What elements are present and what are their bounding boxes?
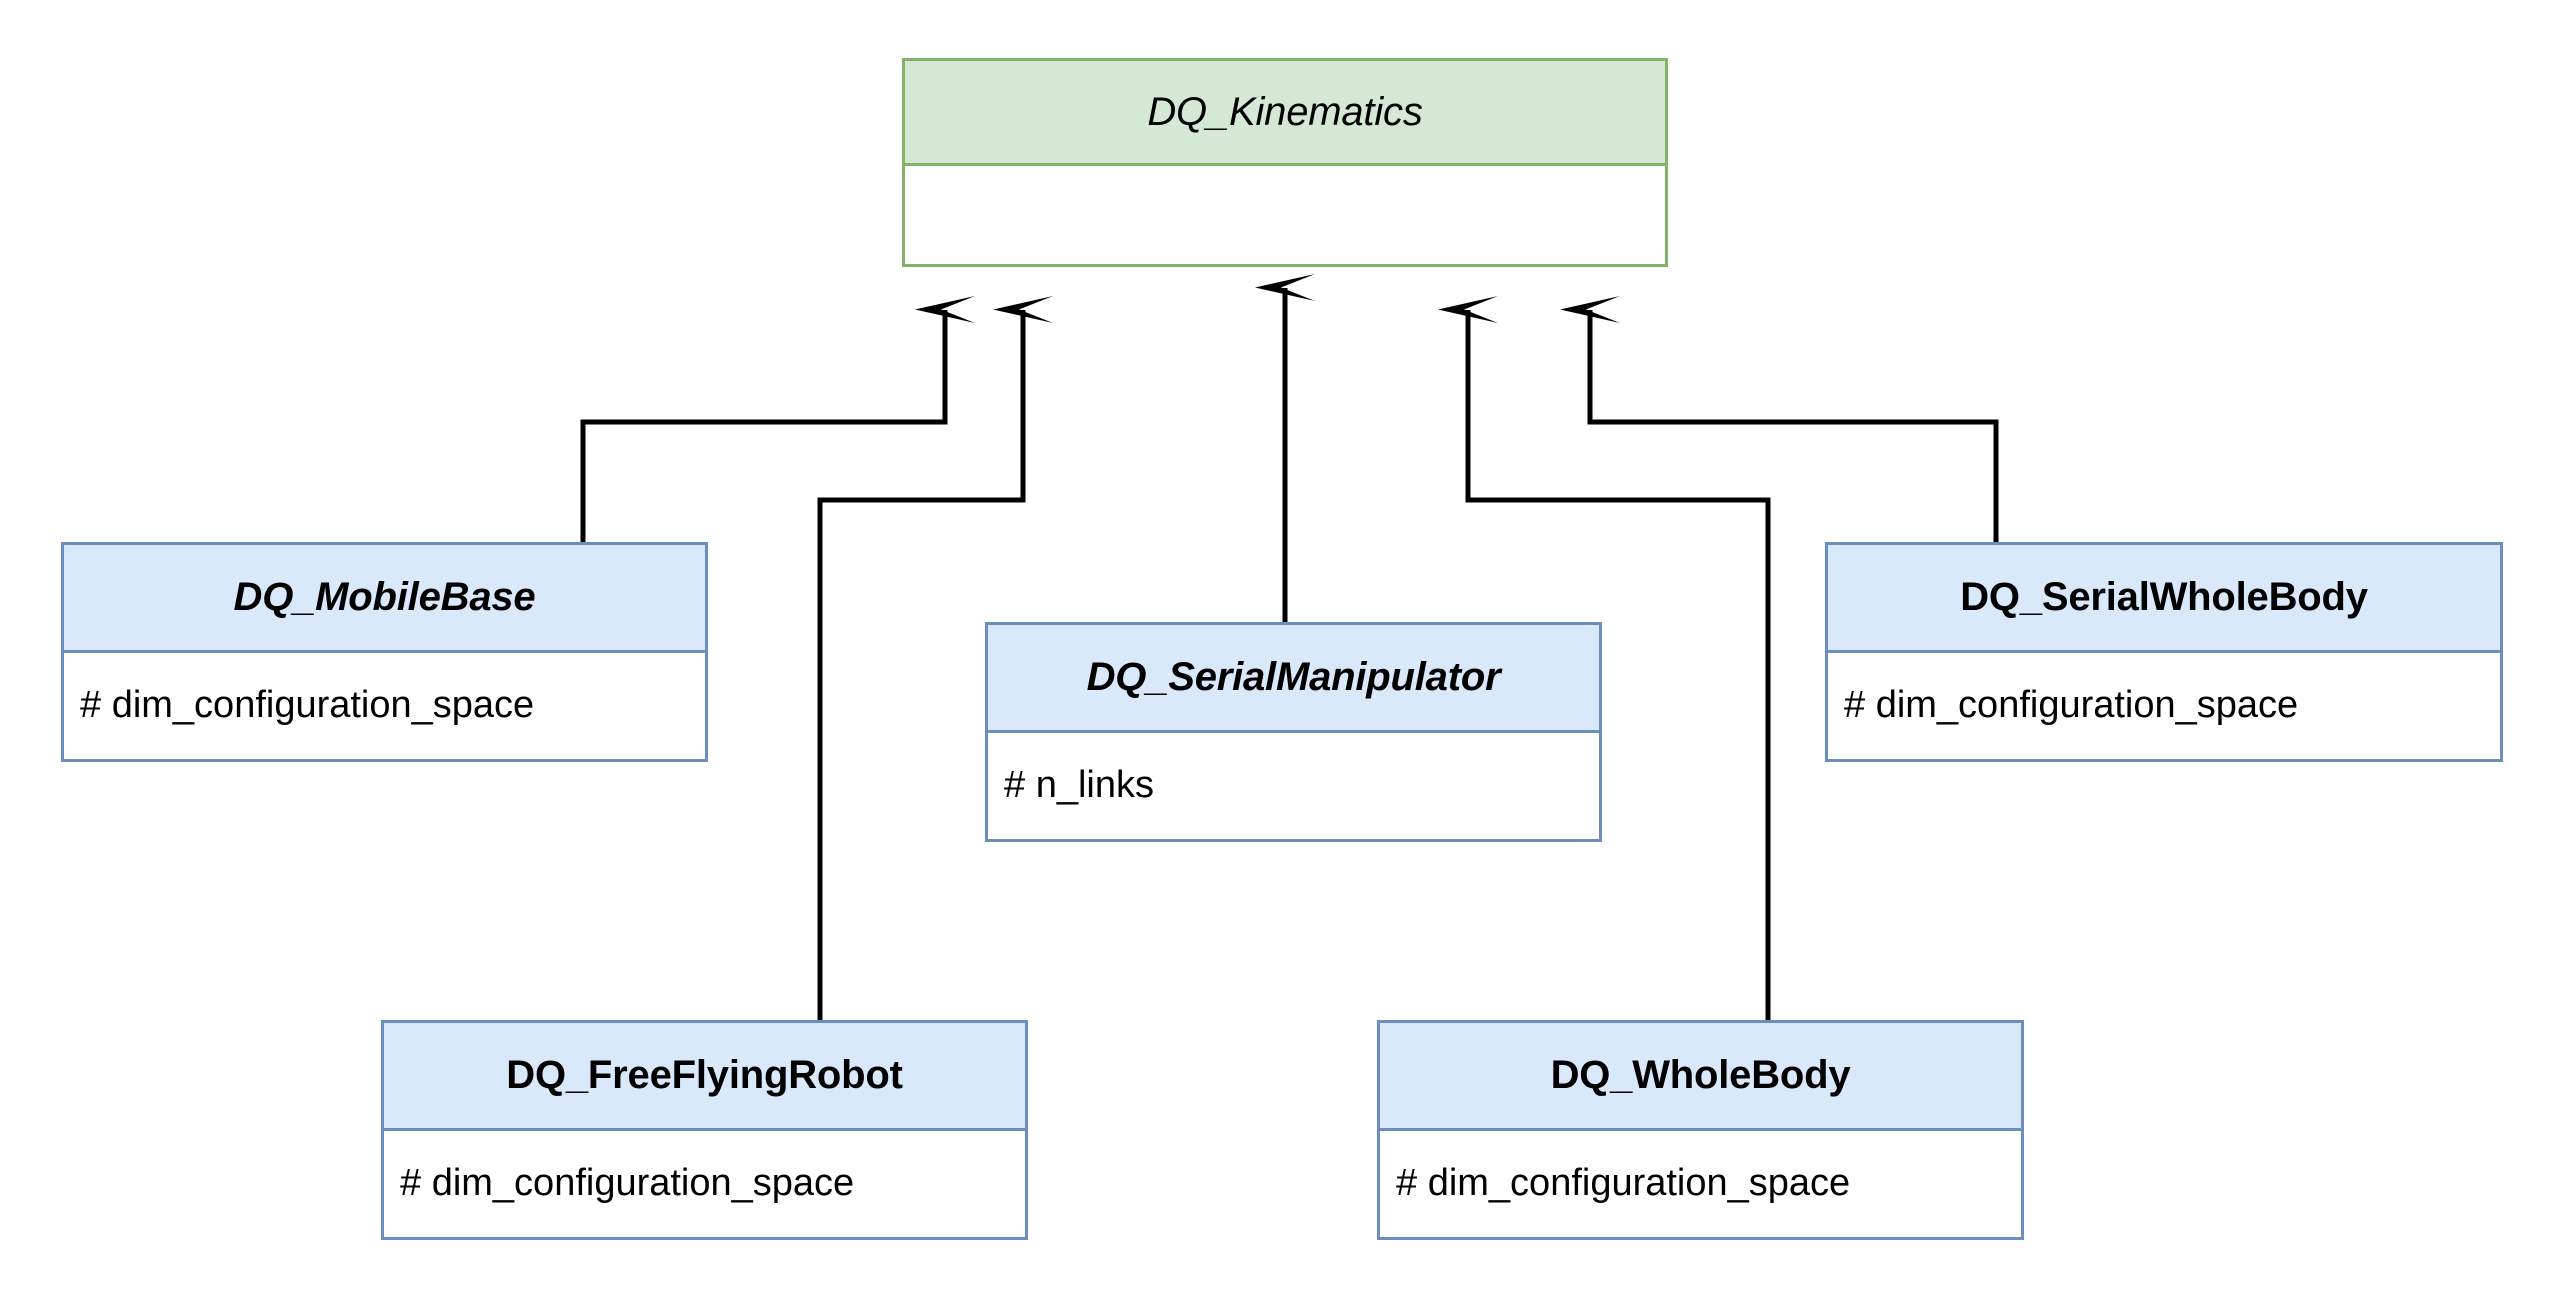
edge-serialwholebody [1560, 296, 1999, 542]
class-box-dq-kinematics[interactable]: DQ_Kinematics [902, 58, 1668, 267]
class-attribute: # dim_configuration_space [400, 1162, 855, 1205]
class-attributes-dq-wholebody: # dim_configuration_space [1380, 1131, 2021, 1237]
class-box-dq-serialmanipulator[interactable]: DQ_SerialManipulator # n_links [985, 622, 1602, 842]
class-attribute: # dim_configuration_space [1396, 1162, 1851, 1205]
class-box-dq-serialwholebody[interactable]: DQ_SerialWholeBody # dim_configuration_s… [1825, 542, 2503, 762]
class-attribute: # dim_configuration_space [1844, 684, 2299, 727]
class-attribute: # dim_configuration_space [80, 684, 535, 727]
class-attributes-dq-kinematics [905, 166, 1665, 264]
class-attribute: # n_links [1004, 764, 1154, 807]
class-name-dq-mobilebase: DQ_MobileBase [64, 545, 705, 653]
class-box-dq-mobilebase[interactable]: DQ_MobileBase # dim_configuration_space [61, 542, 708, 762]
edge-mobilebase [580, 296, 975, 542]
class-attributes-dq-serialwholebody: # dim_configuration_space [1828, 653, 2500, 759]
class-name-dq-freeflyingrobot: DQ_FreeFlyingRobot [384, 1023, 1025, 1131]
class-attributes-dq-serialmanipulator: # n_links [988, 733, 1599, 839]
class-box-dq-wholebody[interactable]: DQ_WholeBody # dim_configuration_space [1377, 1020, 2024, 1240]
class-name-dq-wholebody: DQ_WholeBody [1380, 1023, 2021, 1131]
class-name-dq-serialmanipulator: DQ_SerialManipulator [988, 625, 1599, 733]
class-box-dq-freeflyingrobot[interactable]: DQ_FreeFlyingRobot # dim_configuration_s… [381, 1020, 1028, 1240]
class-name-dq-serialwholebody: DQ_SerialWholeBody [1828, 545, 2500, 653]
class-attributes-dq-freeflyingrobot: # dim_configuration_space [384, 1131, 1025, 1237]
class-attributes-dq-mobilebase: # dim_configuration_space [64, 653, 705, 759]
class-name-dq-kinematics: DQ_Kinematics [905, 61, 1665, 166]
